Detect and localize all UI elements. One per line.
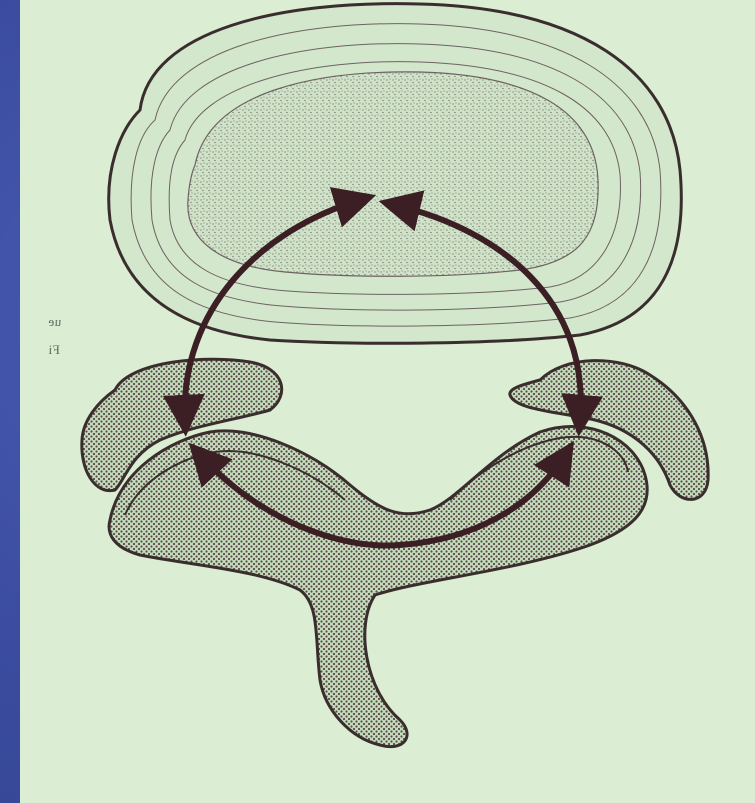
mirrored-margin-text-2: Fi	[48, 342, 60, 358]
mirrored-margin-text-1: ue	[48, 314, 61, 330]
scanned-figure: ue Fi	[20, 0, 755, 803]
nucleus	[188, 72, 598, 276]
spine-diagram	[20, 0, 755, 803]
